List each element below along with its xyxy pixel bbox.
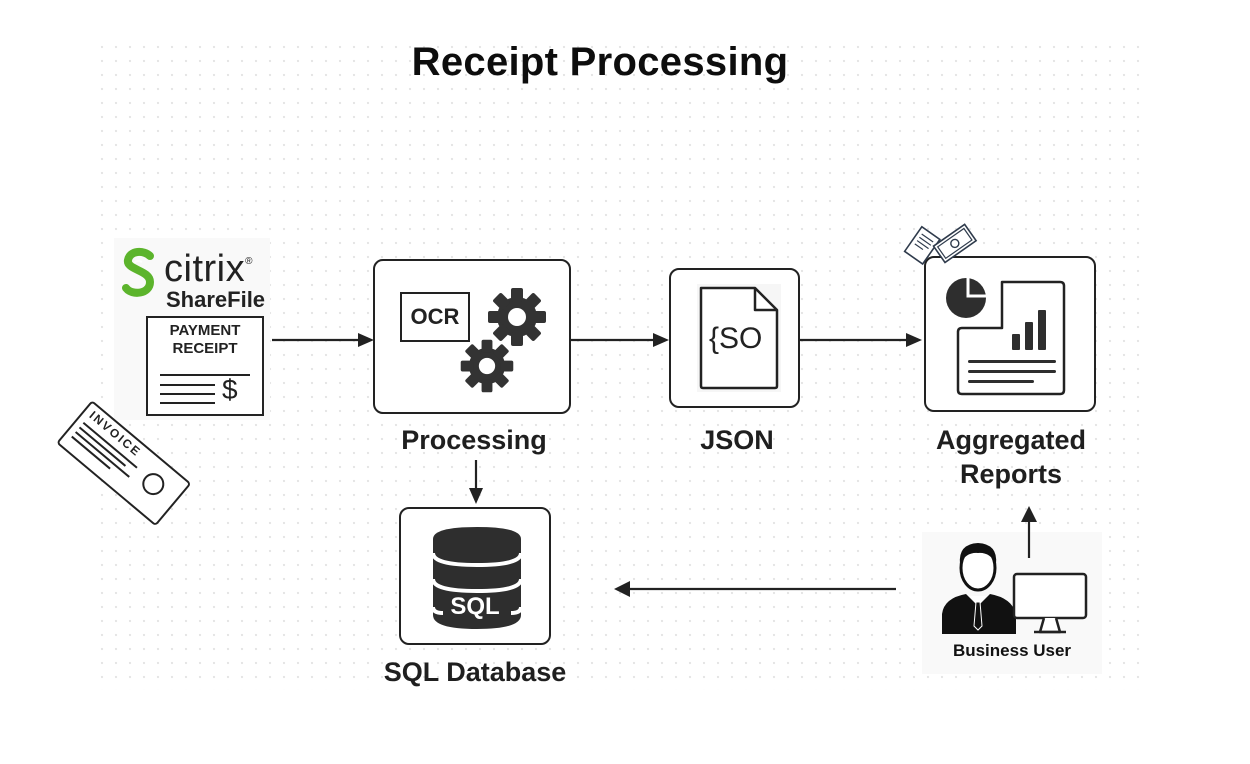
- json-file-text: {SO: [709, 322, 763, 355]
- arrow-user-to-database: [614, 581, 896, 597]
- json-file-icon: [697, 284, 781, 392]
- sharefile-product-name: ShareFile: [166, 287, 266, 312]
- receipt-title-line1: PAYMENT: [169, 322, 241, 339]
- json-label: JSON: [700, 425, 774, 455]
- arrow-processing-to-json: [571, 333, 669, 347]
- database-node[interactable]: SQL: [399, 507, 551, 645]
- business-person-icon: [942, 543, 1016, 634]
- payment-receipt-icon: PAYMENT RECEIPT $: [146, 316, 264, 416]
- citrix-brand-name: citrix®: [164, 248, 253, 291]
- json-node[interactable]: {SO: [669, 268, 800, 408]
- arrow-processing-to-database: [469, 460, 483, 504]
- arrow-source-to-processing: [272, 333, 374, 347]
- receipt-line: [160, 384, 215, 386]
- registered-mark: ®: [245, 256, 253, 267]
- reports-label: Aggregated Reports: [916, 424, 1106, 492]
- processing-node[interactable]: OCR: [373, 259, 571, 414]
- reports-node[interactable]: [924, 256, 1096, 412]
- money-receipt-icon: [903, 223, 978, 266]
- citrix-logo-icon: [122, 247, 155, 297]
- reports-label-line2: Reports: [959, 458, 1062, 489]
- payment-receipt-title: PAYMENT RECEIPT: [148, 322, 262, 358]
- receipt-line: [160, 374, 250, 376]
- database-icon-text: SQL: [450, 593, 500, 620]
- gear-icon: [460, 339, 514, 393]
- monitor-icon: [1012, 572, 1088, 634]
- arrow-json-to-reports: [800, 333, 922, 347]
- arrow-user-to-reports: [1021, 506, 1037, 558]
- ocr-icon: OCR: [400, 292, 470, 342]
- receipt-line: [160, 402, 215, 404]
- reports-label-line1: Aggregated: [935, 425, 1087, 455]
- database-label: SQL Database: [383, 657, 567, 687]
- business-user-label: Business User: [952, 641, 1072, 660]
- report-chart-icon: [946, 276, 1066, 396]
- database-icon: [431, 527, 523, 629]
- dollar-sign: $: [222, 374, 238, 405]
- gear-icon: [488, 288, 546, 346]
- receipt-title-line2: RECEIPT: [172, 340, 238, 357]
- diagram-title: Receipt Processing: [411, 40, 789, 84]
- processing-label: Processing: [401, 425, 547, 455]
- receipt-line: [160, 393, 215, 395]
- citrix-word: citrix: [164, 248, 246, 290]
